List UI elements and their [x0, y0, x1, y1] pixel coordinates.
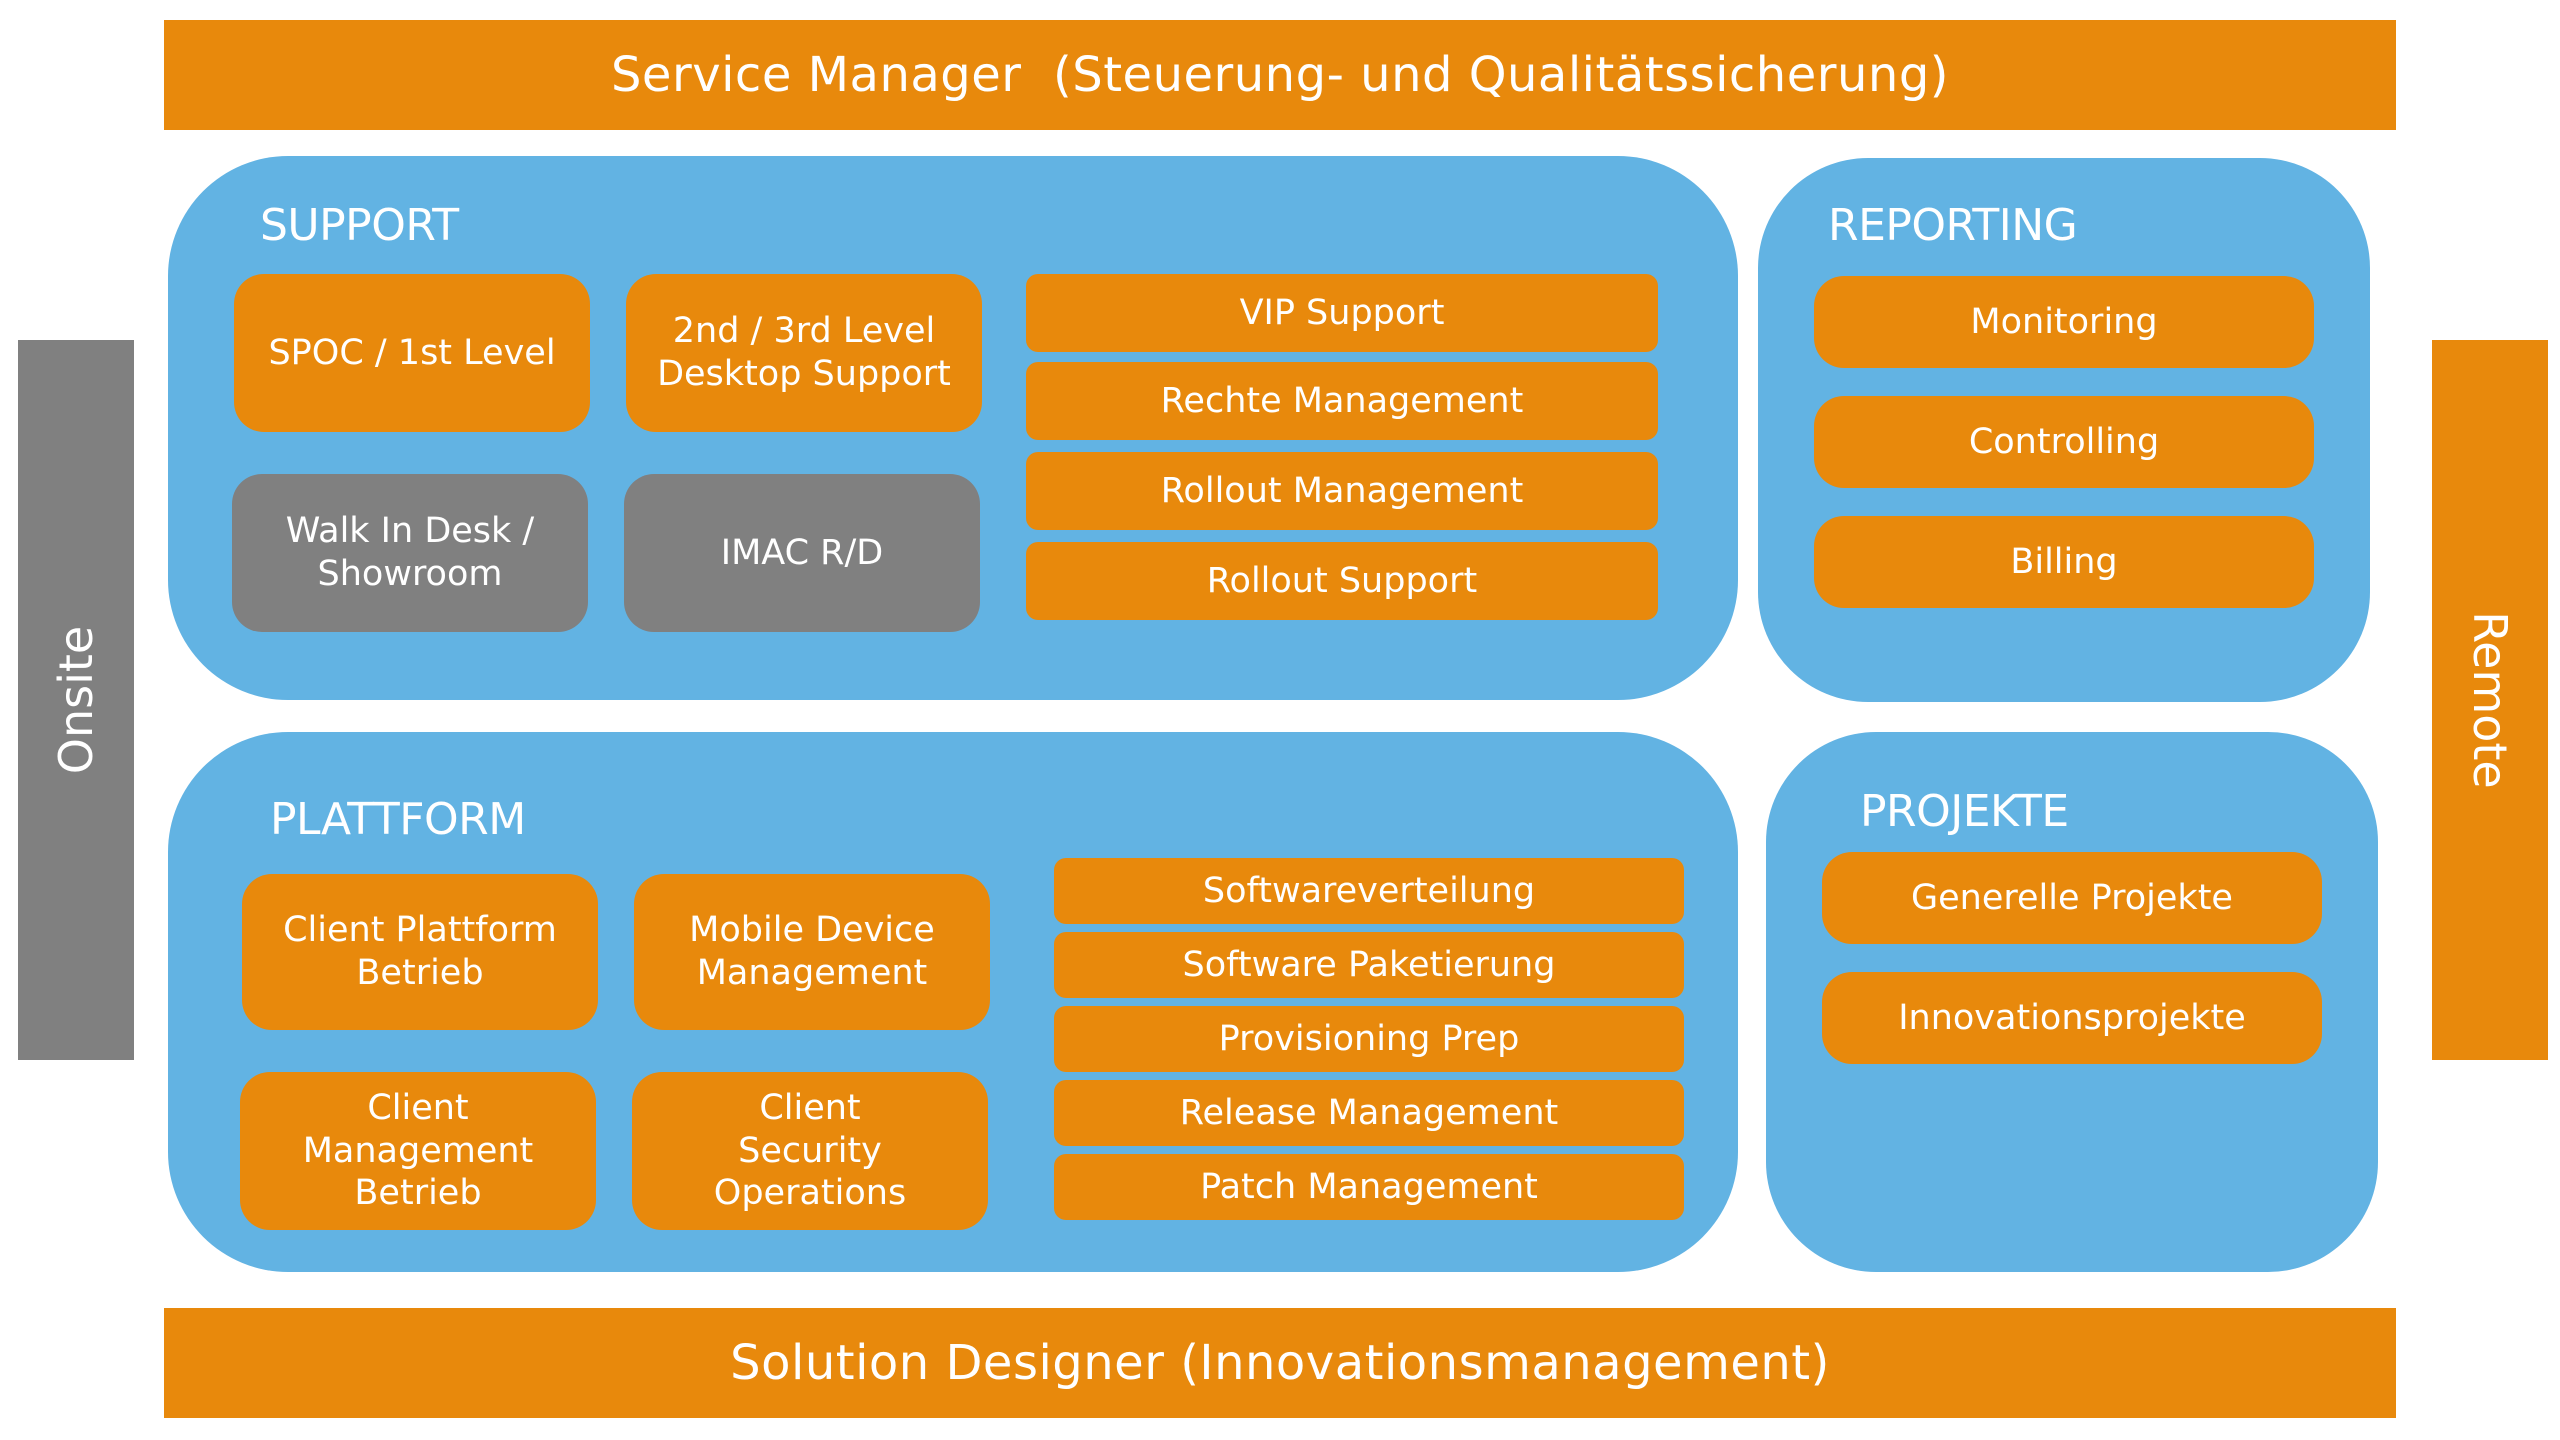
support-item-rechte: Rechte Management — [1026, 362, 1658, 440]
reporting-item-controlling: Controlling — [1814, 396, 2314, 488]
plattform-item-software-paketierung: Software Paketierung — [1054, 932, 1684, 998]
service-manager-label: Service Manager (Steuerung- und Qualität… — [610, 47, 1950, 103]
plattform-tile-mobile-device: Mobile Device Management — [634, 874, 990, 1030]
reporting-item-monitoring: Monitoring — [1814, 276, 2314, 368]
plattform-tile-client-management: Client Management Betrieb — [240, 1072, 596, 1230]
service-manager-bar: Service Manager (Steuerung- und Qualität… — [164, 20, 2396, 130]
plattform-item-release-management: Release Management — [1054, 1080, 1684, 1146]
support-tile-imac: IMAC R/D — [624, 474, 980, 632]
solution-designer-bar: Solution Designer (Innovationsmanagement… — [164, 1308, 2396, 1418]
plattform-item-provisioning-prep: Provisioning Prep — [1054, 1006, 1684, 1072]
solution-designer-label: Solution Designer (Innovationsmanagement… — [730, 1335, 1830, 1391]
remote-bar: Remote — [2432, 340, 2548, 1060]
plattform-item-patch-management: Patch Management — [1054, 1154, 1684, 1220]
support-tile-walk-in-desk: Walk In Desk / Showroom — [232, 474, 588, 632]
support-item-vip: VIP Support — [1026, 274, 1658, 352]
support-title: SUPPORT — [260, 200, 459, 251]
support-item-rollout-management: Rollout Management — [1026, 452, 1658, 530]
support-item-rollout-support: Rollout Support — [1026, 542, 1658, 620]
projekte-title: PROJEKTE — [1860, 786, 2069, 837]
plattform-item-softwareverteilung: Softwareverteilung — [1054, 858, 1684, 924]
support-tile-2nd-3rd-level: 2nd / 3rd Level Desktop Support — [626, 274, 982, 432]
plattform-tile-client-security: Client Security Operations — [632, 1072, 988, 1230]
reporting-item-billing: Billing — [1814, 516, 2314, 608]
reporting-title: REPORTING — [1828, 200, 2078, 251]
plattform-tile-client-plattform: Client Plattform Betrieb — [242, 874, 598, 1030]
onsite-label: Onsite — [49, 625, 104, 775]
onsite-bar: Onsite — [18, 340, 134, 1060]
remote-label: Remote — [2463, 611, 2517, 789]
support-tile-spoc: SPOC / 1st Level — [234, 274, 590, 432]
plattform-title: PLATTFORM — [270, 794, 526, 845]
projekte-item-innovation: Innovationsprojekte — [1822, 972, 2322, 1064]
projekte-item-generelle: Generelle Projekte — [1822, 852, 2322, 944]
